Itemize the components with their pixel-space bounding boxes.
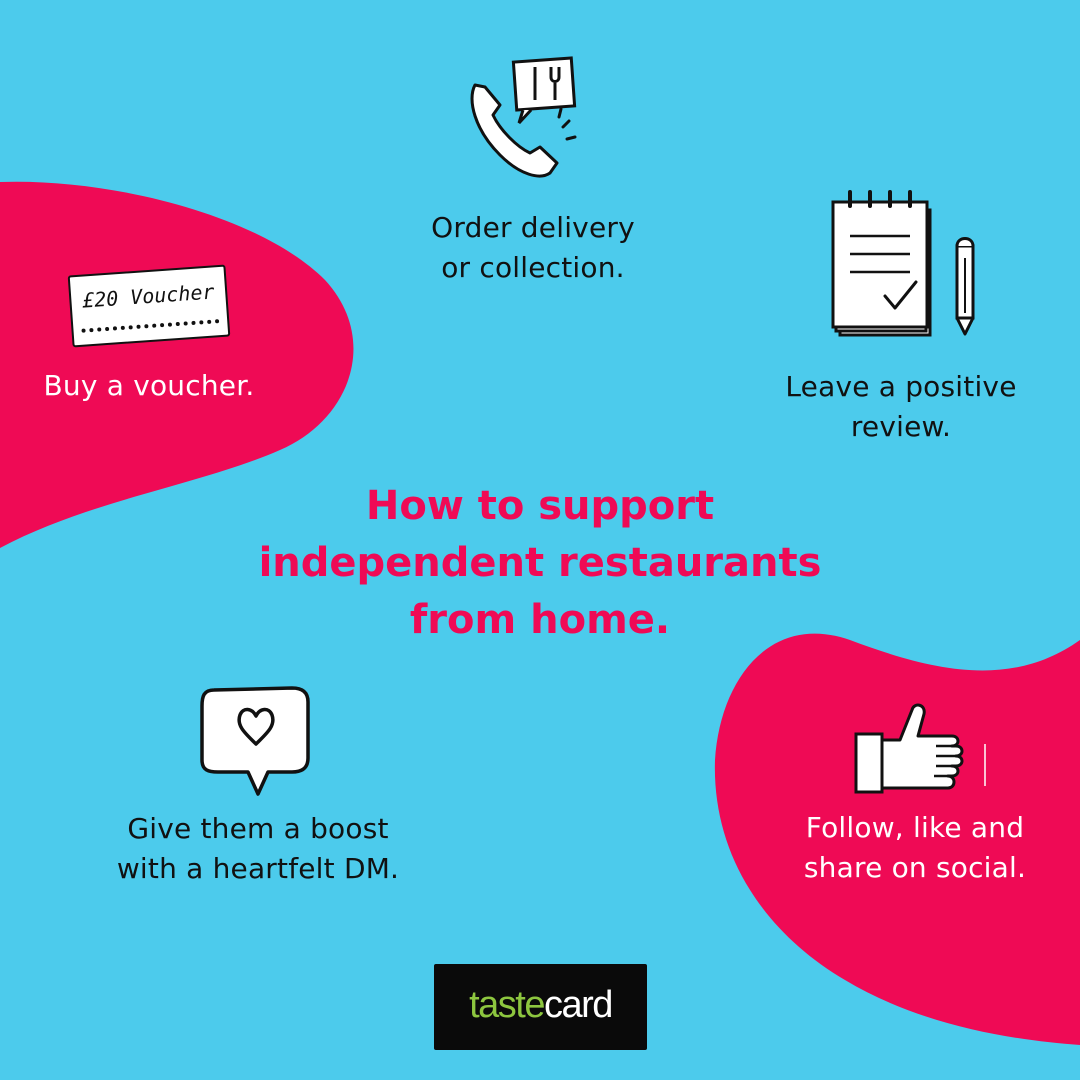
tip-order-line1: Order delivery — [431, 211, 635, 244]
thumbs-up-icon — [854, 703, 986, 794]
headline-line2: independent restaurants — [258, 540, 822, 586]
tip-leave-review: Leave a positive review. — [755, 367, 1047, 447]
tip-order-delivery: Order delivery or collection. — [385, 208, 681, 288]
voucher-card-text: £20 Voucher — [81, 279, 216, 313]
tastecard-logo: tastecard — [434, 964, 647, 1050]
headline-line1: How to support — [365, 483, 715, 529]
notepad-pencil-icon — [831, 190, 975, 337]
headline: How to support independent restaurants f… — [140, 478, 940, 649]
voucher-dots — [81, 319, 220, 339]
tip-buy-voucher: Buy a voucher. — [20, 366, 278, 406]
tip-social-line1: Follow, like and — [805, 811, 1025, 844]
tip-voucher-line1: Buy a voucher. — [43, 369, 255, 402]
tip-review-line1: Leave a positive — [785, 370, 1017, 403]
phone-cutlery-icon — [470, 56, 577, 178]
tip-social-line2: share on social. — [803, 851, 1027, 884]
tip-dm-line2: with a heartfelt DM. — [116, 852, 400, 885]
tip-follow-social: Follow, like and share on social. — [770, 808, 1060, 888]
logo-taste: taste — [469, 984, 545, 1026]
tip-order-line2: or collection. — [441, 251, 625, 284]
tip-heartfelt-dm: Give them a boost with a heartfelt DM. — [88, 809, 428, 889]
logo-card: card — [543, 984, 613, 1026]
tip-dm-line1: Give them a boost — [127, 812, 389, 845]
headline-line3: from home. — [409, 597, 671, 643]
heart-speech-bubble-icon — [200, 686, 310, 796]
tip-review-line2: review. — [850, 410, 952, 443]
pink-blob-right — [714, 633, 1080, 1045]
tastecard-wordmark: tastecard — [434, 984, 647, 1027]
voucher-icon: £20 Voucher — [67, 264, 231, 348]
